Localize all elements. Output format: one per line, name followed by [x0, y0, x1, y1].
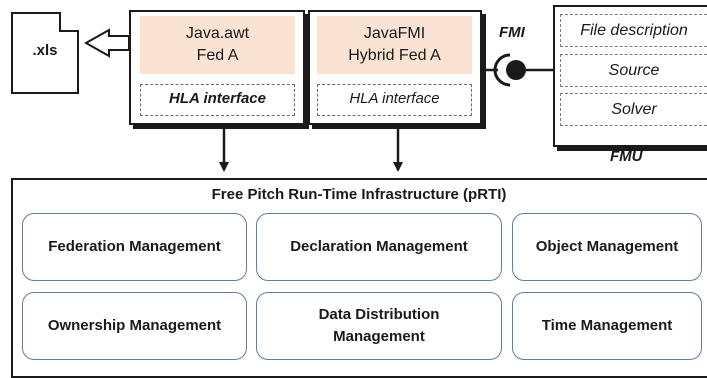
time-management-module: Time Management	[512, 292, 702, 360]
java-awt-federate-header: Java.awt Fed A	[140, 16, 295, 74]
declaration-management-module: Declaration Management	[256, 213, 502, 281]
prti-title: Free Pitch Run-Time Infrastructure (pRTI…	[211, 186, 507, 203]
fmu-solver: Solver	[560, 93, 707, 126]
fmu-source: Source	[560, 54, 707, 87]
object-management-module: Object Management	[512, 213, 702, 281]
java-awt-hla-interface: HLA interface	[140, 84, 295, 116]
federation-management-module: Federation Management	[22, 213, 247, 281]
fmu-file-description: File description	[560, 14, 707, 47]
data-distribution-management-module: Data Distribution Management	[256, 292, 502, 360]
javafmi-hla-interface: HLA interface	[317, 84, 472, 116]
export-arrow	[83, 28, 130, 58]
connector-layer	[83, 28, 553, 172]
javafmi-federate-name: JavaFMI	[363, 25, 426, 42]
xls-file-label: .xls	[32, 42, 58, 59]
fmu-label: FMU	[610, 148, 643, 165]
javafmi-federate-header: JavaFMI Hybrid Fed A	[317, 16, 472, 74]
fmi-label: FMI	[499, 24, 525, 41]
java-awt-federate-name: Java.awt	[185, 25, 250, 42]
ownership-management-module: Ownership Management	[22, 292, 247, 360]
javafmi-federate-id: Hybrid Fed A	[348, 47, 441, 64]
java-awt-federate-id: Fed A	[196, 47, 239, 64]
fmi-socket	[493, 53, 511, 87]
xls-file-fold	[59, 12, 79, 32]
fmu-box	[553, 5, 707, 147]
fmi-ball	[506, 60, 526, 80]
